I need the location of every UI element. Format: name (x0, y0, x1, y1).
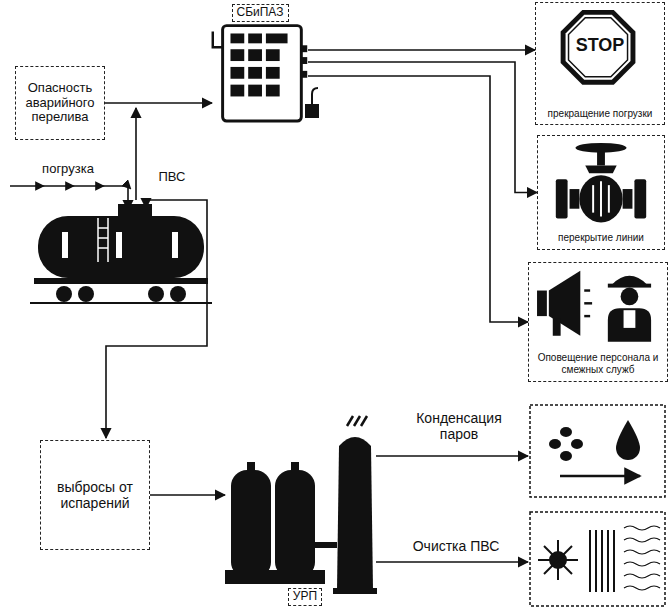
process-box: Оповещение персонала и смежных служб (528, 262, 668, 382)
wave-stroke (624, 526, 660, 530)
connector (308, 49, 535, 51)
illustrated-node: УРП (225, 412, 385, 608)
tank-car (30, 204, 212, 303)
condensation-icon (530, 405, 665, 497)
cleaning-icon (530, 512, 665, 606)
wave-stroke (624, 562, 660, 566)
node-text: Оповещение персонала и смежных служб (533, 352, 663, 375)
connector (105, 102, 212, 104)
node-text: УРП (288, 588, 322, 606)
sensor-line (135, 108, 137, 200)
loading-line (10, 186, 128, 210)
filter-stroke (607, 530, 609, 592)
process-box: Опасность аварийного перелива (15, 66, 105, 140)
flow-label: Конденсация паров (400, 410, 518, 442)
lock-symbol (305, 88, 319, 118)
filter-stroke (595, 530, 597, 592)
vapour-recovery-unit (225, 412, 385, 608)
node-text: прекращение погрузки (548, 108, 653, 120)
condensation-line (376, 455, 528, 457)
filter-stroke (613, 530, 615, 592)
process-box: перекрытие линии (537, 135, 665, 250)
process-box: выбросы от испарений (40, 440, 150, 550)
flow-label: ПВС (152, 170, 192, 185)
cleaning-line (376, 561, 528, 563)
node-text: выбросы от испарений (47, 479, 143, 511)
connector (308, 76, 528, 322)
stop-sign (536, 3, 664, 124)
node-text: перекрытие линии (558, 232, 644, 244)
flow-label: погрузка (28, 162, 108, 177)
filter-stroke (589, 530, 591, 592)
node-text: Опасность аварийного перелива (20, 81, 100, 126)
connector (308, 62, 537, 193)
connector (150, 494, 225, 496)
alarm-symbol (529, 263, 667, 381)
illustrated-node: СБиПАЗ (212, 2, 308, 124)
filter-stroke (601, 530, 603, 592)
wave-stroke (624, 550, 660, 554)
node-text: СБиПАЗ (232, 4, 289, 22)
flow-label: Очистка ПВС (396, 538, 516, 554)
wave-stroke (624, 574, 660, 578)
sign-text: STOP (576, 35, 625, 56)
wave-stroke (624, 586, 660, 590)
process-box: STOP прекращение погрузки (535, 2, 665, 125)
wave-stroke (624, 538, 660, 542)
